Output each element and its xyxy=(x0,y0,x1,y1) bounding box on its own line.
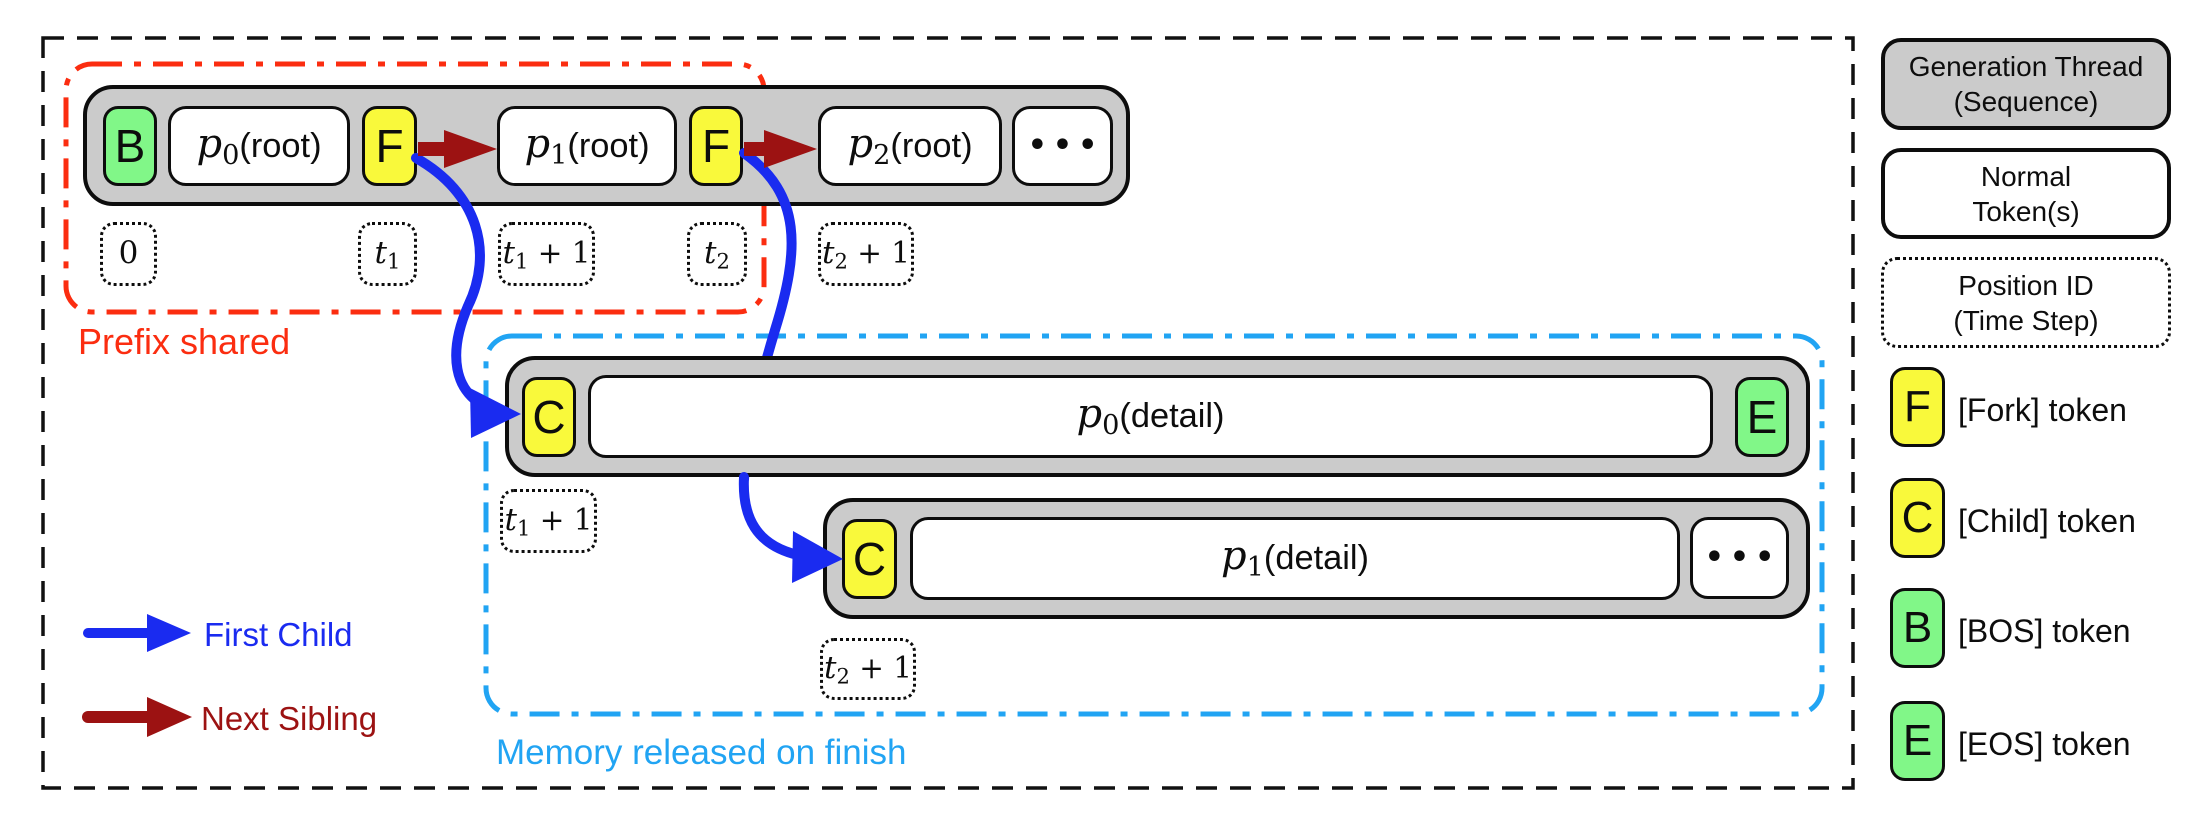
legend-child-token: C xyxy=(1890,478,1945,558)
fork-token-1: F xyxy=(362,106,417,186)
ellipsis-glyph: ••• xyxy=(1027,128,1104,163)
legend-generation-thread: Generation Thread (Sequence) xyxy=(1881,38,2171,130)
legend-normal-line1: Normal xyxy=(1980,160,2072,192)
legend-position-id: Position ID (Time Step) xyxy=(1881,257,2171,348)
legend-eos-label: [EOS] token xyxy=(1958,726,2131,762)
p1-root-token-box: p1(root) xyxy=(497,106,677,186)
p1-detail-token-box: p1(detail) xyxy=(910,517,1680,600)
position-id-value: t1 xyxy=(374,234,401,274)
p0-detail-text: p0(detail) xyxy=(1076,391,1225,441)
ellipsis-glyph: ••• xyxy=(1704,540,1781,575)
legend-eos-token: E xyxy=(1890,701,1945,781)
legend-position-line1: Position ID xyxy=(1958,269,2094,301)
legend-bos-token: B xyxy=(1890,588,1945,668)
prefix-shared-label: Prefix shared xyxy=(78,321,291,362)
next-sibling-legend-label: Next Sibling xyxy=(201,700,378,737)
p0-detail-token-box: p0(detail) xyxy=(588,375,1713,458)
position-id-child0: t1 + 1 xyxy=(500,489,597,553)
p0-root-text: p0(root) xyxy=(196,120,322,171)
position-id-fork2: t2 xyxy=(687,222,747,286)
position-id-fork1: t1 xyxy=(358,222,417,286)
position-id-value: t1 + 1 xyxy=(502,234,591,274)
position-id-value: t2 + 1 xyxy=(824,649,912,689)
child-token-0: C xyxy=(522,377,576,457)
position-id-child1: t2 + 1 xyxy=(820,638,916,700)
legend-child-label: [Child] token xyxy=(1958,503,2136,539)
legend-fork-token: F xyxy=(1890,367,1945,447)
fork-token-2: F xyxy=(689,106,743,186)
first-child-edge-2-lower xyxy=(738,472,803,560)
first-child-legend-label: First Child xyxy=(204,616,353,653)
p1-detail-text: p1(detail) xyxy=(1220,533,1370,583)
position-id-bos: 0 xyxy=(100,222,157,286)
position-id-value: t2 xyxy=(704,234,730,274)
legend-fork-label: [Fork] token xyxy=(1958,392,2127,428)
position-id-p1-root: t1 + 1 xyxy=(498,222,595,286)
legend-bos-label: [BOS] token xyxy=(1958,613,2131,649)
position-id-value: 0 xyxy=(118,234,139,271)
root-ellipsis-box: ••• xyxy=(1012,106,1113,186)
legend-thread-line2: (Sequence) xyxy=(1953,86,2099,117)
first-child-legend-arrowhead xyxy=(147,614,191,652)
p1-root-text: p1(root) xyxy=(524,120,650,171)
legend-normal-line2: Token(s) xyxy=(1972,195,2080,227)
position-id-p2-root: t2 + 1 xyxy=(818,222,914,286)
memory-released-label: Memory released on finish xyxy=(496,733,907,772)
p2-root-token-box: p2(root) xyxy=(818,106,1002,186)
eos-token: E xyxy=(1735,377,1789,457)
legend-normal-token: Normal Token(s) xyxy=(1881,148,2171,239)
child-token-1: C xyxy=(842,519,897,599)
position-id-value: t2 + 1 xyxy=(822,234,910,274)
position-id-value: t1 + 1 xyxy=(504,501,593,541)
next-sibling-legend-arrowhead xyxy=(147,697,192,737)
legend-position-line2: (Time Step) xyxy=(1953,304,2099,336)
detail1-ellipsis-box: ••• xyxy=(1690,517,1789,599)
bos-token: B xyxy=(103,106,157,186)
legend-thread-line1: Generation Thread xyxy=(1908,51,2144,82)
p2-root-text: p2(root) xyxy=(847,120,973,171)
p0-root-token-box: p0(root) xyxy=(168,106,350,186)
